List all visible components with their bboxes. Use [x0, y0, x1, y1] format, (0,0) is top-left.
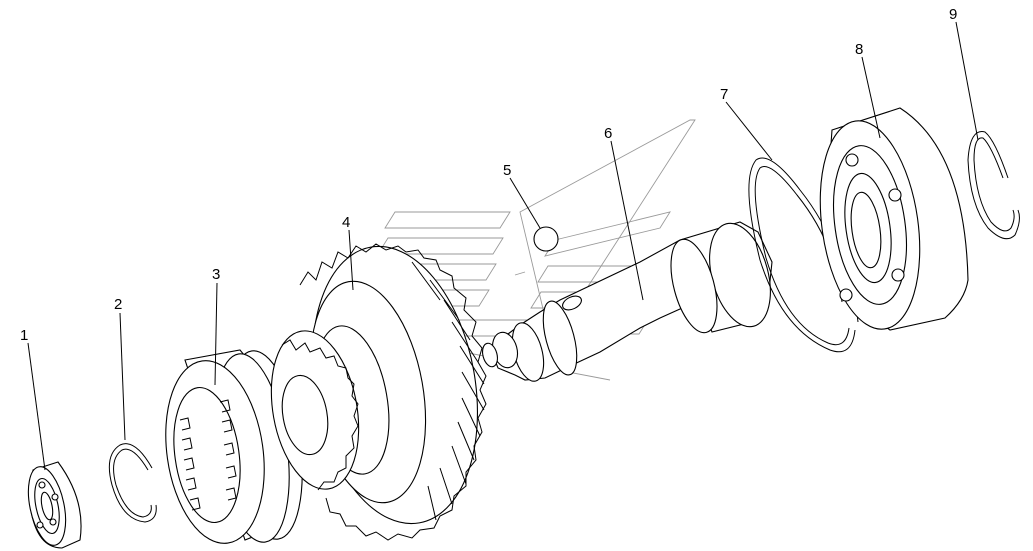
leader-2 [119, 312, 126, 441]
leader-7 [725, 101, 773, 161]
leader-1 [27, 342, 46, 471]
leader-9 [955, 21, 979, 141]
part-8-large-bearing [819, 107, 969, 331]
callout-1: 1 [20, 327, 28, 344]
leader-4 [348, 229, 354, 291]
part-9-snap-ring [967, 131, 1020, 240]
leader-8 [861, 56, 881, 139]
callout-7: 7 [720, 86, 728, 103]
leader-3 [214, 282, 218, 386]
callout-3: 3 [212, 266, 220, 283]
callout-6: 6 [604, 125, 612, 142]
part-5-ball [533, 226, 559, 252]
part-1-small-bearing [27, 461, 82, 549]
part-6-shaft [482, 221, 773, 382]
callout-2: 2 [114, 296, 122, 313]
callout-labels: 1 2 3 4 5 6 7 8 9 [20, 6, 957, 344]
leader-lines [27, 21, 979, 471]
leader-6 [610, 140, 644, 301]
callout-8: 8 [855, 41, 863, 58]
callout-9: 9 [949, 6, 957, 23]
callout-4: 4 [342, 214, 350, 231]
callout-5: 5 [503, 162, 511, 179]
part-4-gear-cluster [270, 243, 487, 541]
part-2-snap-ring [108, 443, 157, 523]
leader-5 [509, 177, 541, 229]
